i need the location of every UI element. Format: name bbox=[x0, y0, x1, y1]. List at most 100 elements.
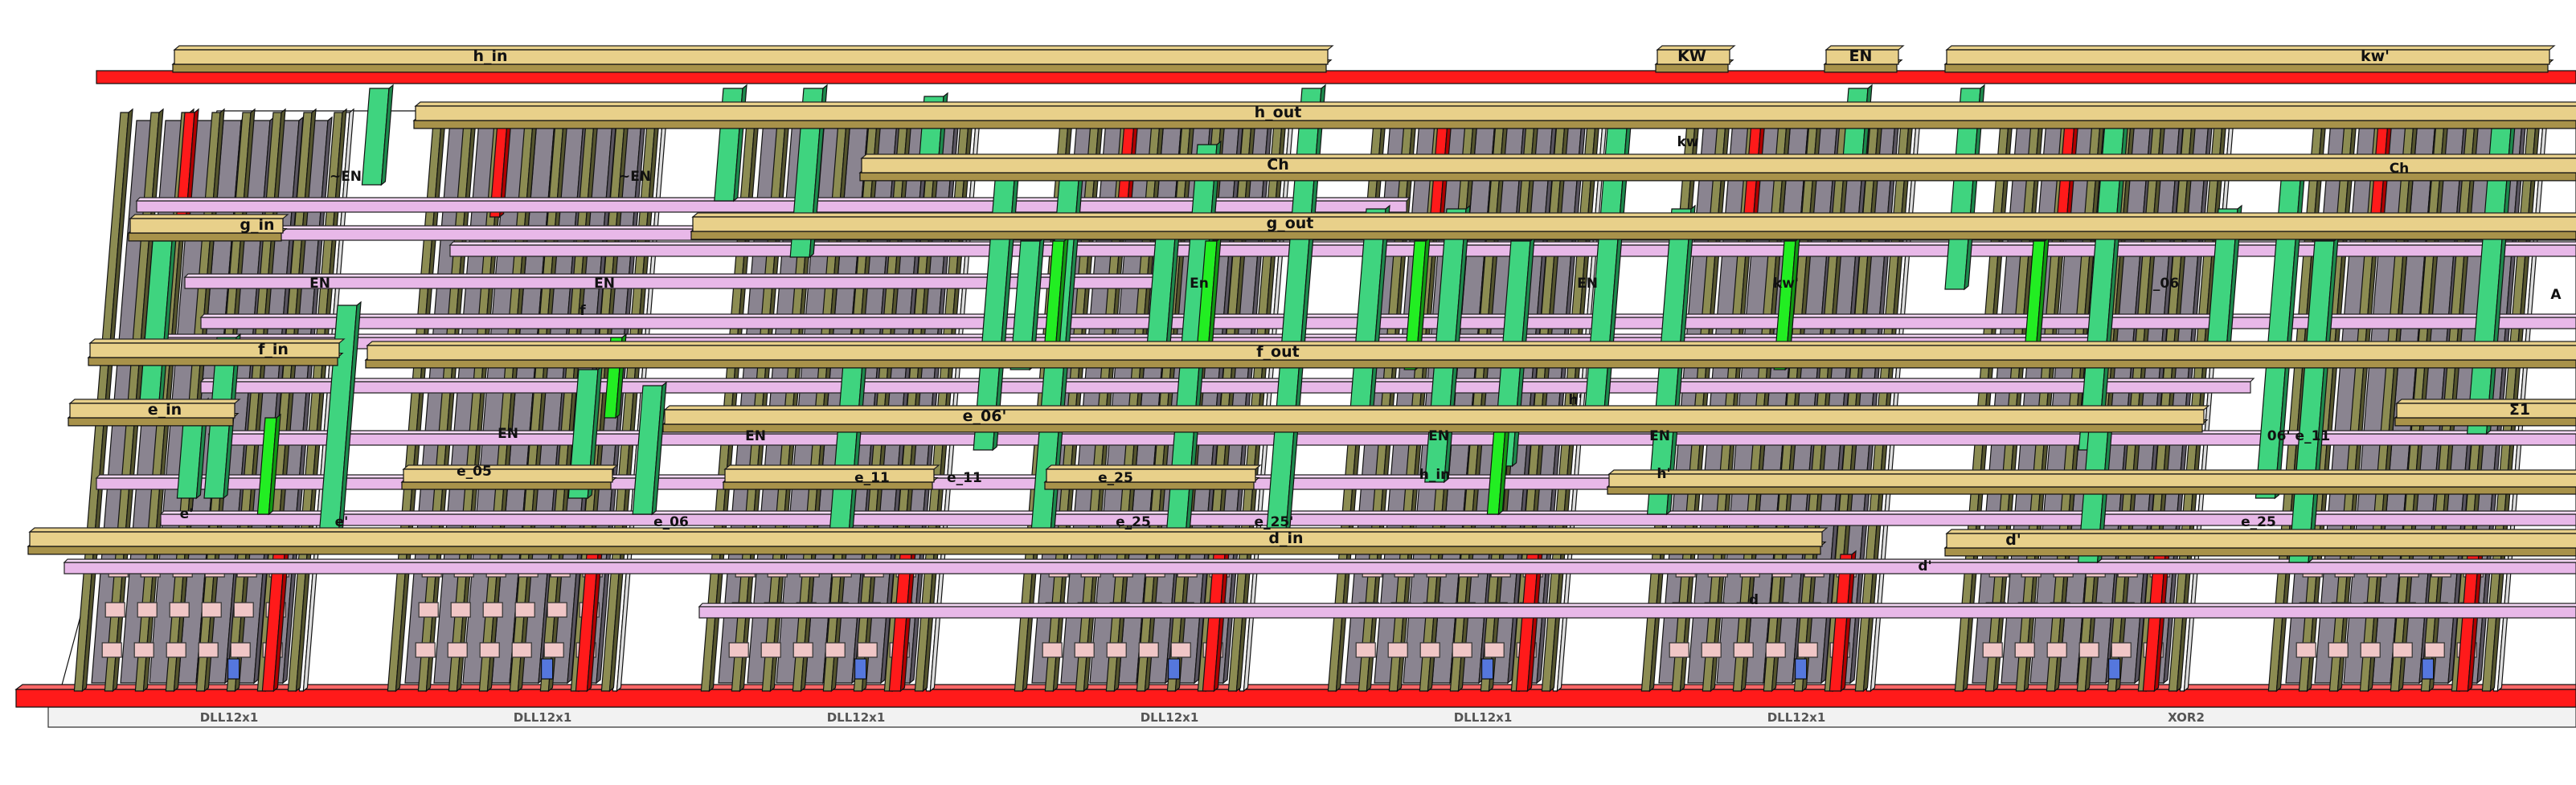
diffusion-block bbox=[1701, 642, 1722, 658]
diffusion-block bbox=[1797, 642, 1818, 658]
net-label: 06' e_11 bbox=[2267, 428, 2330, 444]
diffusion-block bbox=[1042, 642, 1063, 658]
m3-segment bbox=[402, 464, 619, 470]
diffusion-block bbox=[1138, 642, 1159, 658]
net-label: h' bbox=[1568, 392, 1582, 408]
m3-segment bbox=[723, 481, 933, 490]
diffusion-block bbox=[2295, 642, 2316, 658]
diffusion-block bbox=[728, 642, 749, 658]
net-label: e' bbox=[180, 506, 194, 522]
net-label: EN bbox=[745, 428, 766, 444]
m3-rail bbox=[1657, 49, 1730, 65]
net-label: EN bbox=[594, 276, 615, 292]
rail-label: Ch bbox=[1267, 156, 1288, 174]
diffusion-block bbox=[418, 602, 439, 618]
rail-label: h_in bbox=[473, 47, 507, 65]
net-label: _06 bbox=[2153, 276, 2179, 292]
diffusion-block bbox=[2046, 642, 2067, 658]
m3-rail bbox=[2394, 417, 2576, 427]
rail-label: e_06' bbox=[963, 407, 1007, 425]
contact-block bbox=[227, 658, 240, 680]
net-label: h' bbox=[1657, 466, 1670, 482]
m2-track bbox=[698, 606, 2576, 619]
net-label: ~EN bbox=[619, 169, 651, 185]
net-label: e_11 bbox=[854, 470, 890, 486]
contact-block bbox=[1167, 658, 1181, 680]
m3-rail bbox=[89, 342, 340, 358]
diffusion-block bbox=[1982, 642, 2003, 658]
m3-rail bbox=[692, 216, 2576, 232]
m3-rail bbox=[88, 357, 338, 366]
cell-name: DLL12x1 bbox=[827, 710, 886, 725]
net-label: e_11 bbox=[947, 470, 982, 486]
rail-label: EN bbox=[1849, 47, 1873, 65]
diffusion-block bbox=[447, 642, 468, 658]
m3-rail bbox=[859, 172, 2576, 182]
diffusion-block bbox=[479, 642, 500, 658]
net-label: e_25 bbox=[1116, 514, 1151, 530]
via-stack bbox=[651, 381, 667, 516]
m3-rail bbox=[174, 49, 1329, 65]
net-label: EN bbox=[309, 276, 330, 292]
diffusion-block bbox=[137, 602, 158, 618]
m2-track bbox=[63, 562, 2576, 574]
diffusion-block bbox=[760, 642, 781, 658]
m3-segment bbox=[1046, 468, 1256, 483]
contact-block bbox=[2422, 658, 2435, 680]
diffusion-block bbox=[547, 602, 567, 618]
rail-label: f_in bbox=[258, 341, 289, 358]
net-label: En bbox=[1190, 276, 1209, 292]
m3-rail bbox=[860, 153, 2576, 159]
m3-segment bbox=[723, 464, 940, 470]
diffusion-block bbox=[543, 642, 564, 658]
diffusion-block bbox=[2424, 642, 2445, 658]
m3-rail bbox=[1944, 63, 2549, 73]
m3-segment bbox=[724, 468, 935, 483]
diffusion-block bbox=[857, 642, 878, 658]
diffusion-block bbox=[1355, 642, 1376, 658]
net-label: h_in bbox=[1419, 467, 1451, 483]
rail-label: e_in bbox=[148, 401, 182, 419]
contact-block bbox=[854, 658, 867, 680]
m2-track bbox=[160, 513, 2576, 526]
m2-track-top bbox=[698, 603, 2576, 607]
m3-rail bbox=[88, 338, 346, 344]
m2-track bbox=[208, 433, 2576, 446]
m2-track-top bbox=[143, 333, 2095, 338]
net-label: e_06 bbox=[653, 514, 689, 530]
diffusion-block bbox=[1765, 642, 1786, 658]
m3-segment bbox=[1608, 473, 2576, 488]
diffusion-block bbox=[450, 602, 471, 618]
m3-rail bbox=[2396, 403, 2576, 419]
m3-rail bbox=[413, 120, 2576, 129]
m3-rail bbox=[173, 45, 1334, 51]
diffusion-block bbox=[1669, 642, 1689, 658]
m3-rail bbox=[29, 531, 1823, 547]
rail-label: d' bbox=[2005, 531, 2021, 549]
diffusion-block bbox=[1419, 642, 1440, 658]
net-label: EN bbox=[1428, 428, 1449, 444]
m3-rail bbox=[861, 157, 2576, 174]
diffusion-block bbox=[2014, 642, 2035, 658]
net-label: EN bbox=[498, 426, 518, 442]
m3-rail bbox=[366, 341, 2576, 346]
cell-name: DLL12x1 bbox=[1454, 710, 1513, 725]
m2-track bbox=[200, 381, 2251, 394]
rail-label: g_out bbox=[1267, 215, 1314, 232]
m3-segment bbox=[1044, 481, 1255, 490]
net-label: kw bbox=[1677, 134, 1698, 150]
net-label: EN bbox=[1649, 428, 1670, 444]
net-label: kw' bbox=[1773, 276, 1799, 292]
net-label: e_25 bbox=[2241, 514, 2276, 530]
contact-block bbox=[1795, 658, 1808, 680]
diffusion-block bbox=[1106, 642, 1127, 658]
diffusion-block bbox=[1733, 642, 1754, 658]
net-label: e_25' bbox=[1255, 514, 1294, 530]
diffusion-block bbox=[2360, 642, 2381, 658]
net-label: d' bbox=[1918, 558, 1931, 574]
diffusion-block bbox=[2328, 642, 2349, 658]
m3-rail bbox=[1945, 45, 2556, 51]
m3-rail bbox=[1946, 533, 2576, 549]
m3-rail bbox=[129, 218, 284, 234]
